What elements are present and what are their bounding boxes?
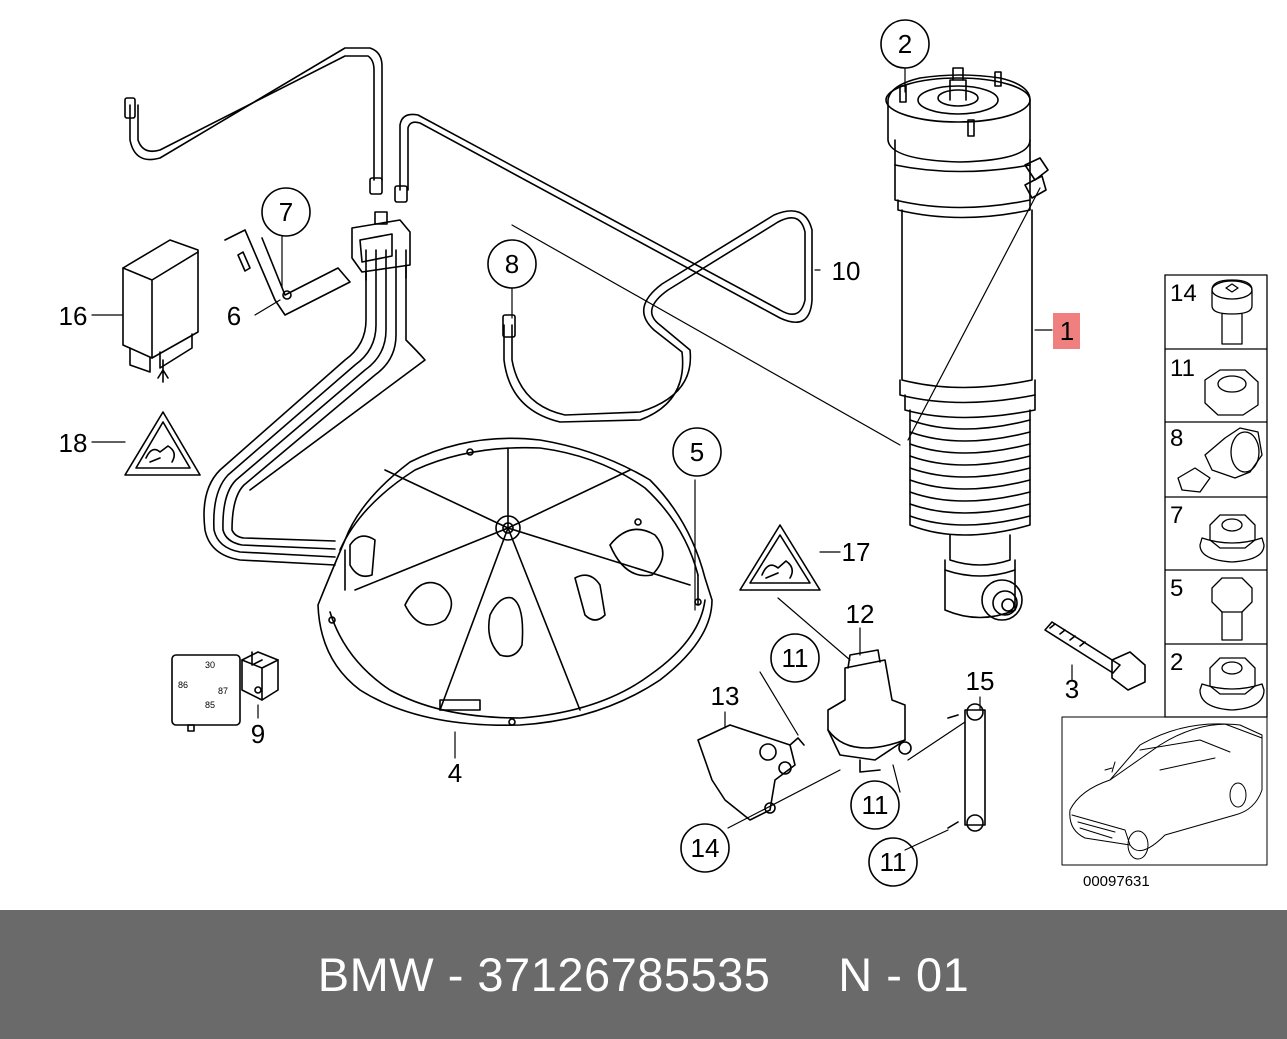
callout-10: 10 [832,256,861,286]
callout-3: 3 [1065,674,1079,704]
parts-diagram: 30 86 87 85 2 7 8 5 11 11 14 11 1 10 16 … [58,19,1268,890]
link-rod-15 [947,703,986,832]
side-panel-label-8: 8 [1170,425,1183,452]
callout-2: 2 [898,29,912,59]
callout-6: 6 [227,301,241,331]
bolt-3 [1044,621,1146,691]
callout-13: 13 [711,681,740,711]
warning-label-18 [124,411,201,476]
valve-block [351,211,411,281]
side-panel-label-14: 14 [1170,280,1197,307]
relay-9 [171,651,279,732]
part-number-caption: BMW - 37126785535 N - 01 [317,948,970,1001]
side-panel-label-7: 7 [1170,502,1183,529]
car-thumbnail [1061,716,1268,866]
relay-pin-86: 86 [178,680,188,690]
callout-11-c: 11 [880,847,907,877]
air-spring-strut-1 [885,67,1049,621]
callout-5: 5 [690,437,704,467]
relay-pin-87: 87 [218,686,228,696]
air-line-upper [124,47,383,195]
callout-7: 7 [279,197,293,227]
callout-17: 17 [842,537,871,567]
footer-bar: BMW - 37126785535 N - 01 [0,910,1287,1039]
line-bundle [203,249,426,566]
relay-pin-85: 85 [205,700,215,710]
callout-1: 1 [1060,316,1074,346]
callout-12: 12 [846,599,875,629]
relay-pin-30: 30 [205,660,215,670]
callout-16: 16 [59,301,88,331]
bracket-13 [697,724,805,821]
side-panel-label-11: 11 [1170,355,1195,382]
side-panel-label-2: 2 [1170,649,1183,676]
callout-11-a: 11 [782,643,809,673]
callout-4: 4 [448,758,462,788]
warning-label-17 [739,524,821,591]
highlight-box-1 [1053,313,1080,349]
air-line-10 [394,113,813,423]
bracket-6 [224,229,351,316]
callout-11-b: 11 [862,790,889,820]
callout-8: 8 [505,249,519,279]
leader-lines [91,67,1073,851]
side-panel-label-5: 5 [1170,575,1183,602]
callout-14: 14 [691,833,720,863]
compressor-cover-4 [317,437,713,727]
callout-18: 18 [59,428,88,458]
callout-15: 15 [966,666,995,696]
control-unit-16 [122,239,199,383]
callout-9: 9 [251,719,265,749]
callout-circles [261,19,930,887]
height-sensor-12 [827,649,912,773]
drawing-number: 00097631 [1083,873,1150,890]
